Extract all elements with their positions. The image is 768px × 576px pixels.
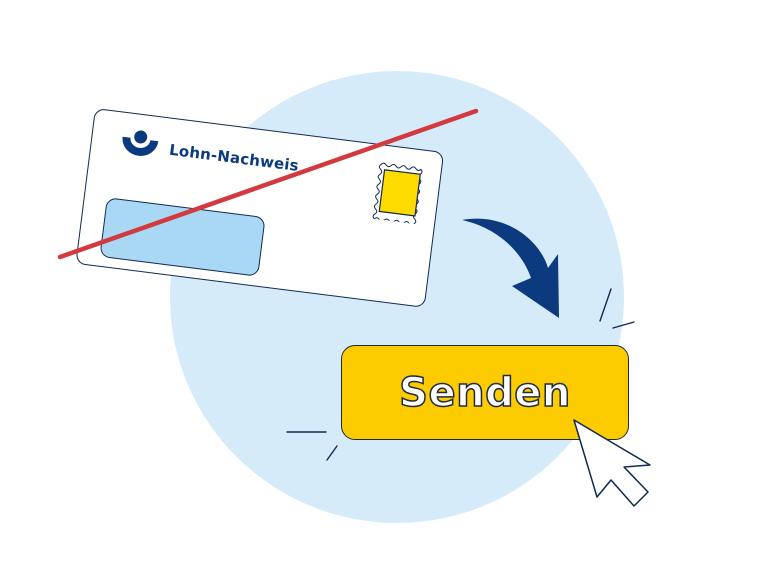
- curved-arrow-down-icon: [462, 218, 559, 318]
- paper-envelope: Lohn-Nachweis: [75, 108, 445, 308]
- mouse-pointer-icon: [573, 419, 651, 507]
- strike-through-line: [57, 108, 479, 260]
- send-button-label: Senden: [398, 369, 571, 417]
- postage-stamp-icon: [372, 162, 423, 225]
- send-button[interactable]: Senden: [341, 345, 629, 440]
- person-arc-logo-icon: [122, 130, 159, 156]
- click-spark-lines: [286, 288, 635, 461]
